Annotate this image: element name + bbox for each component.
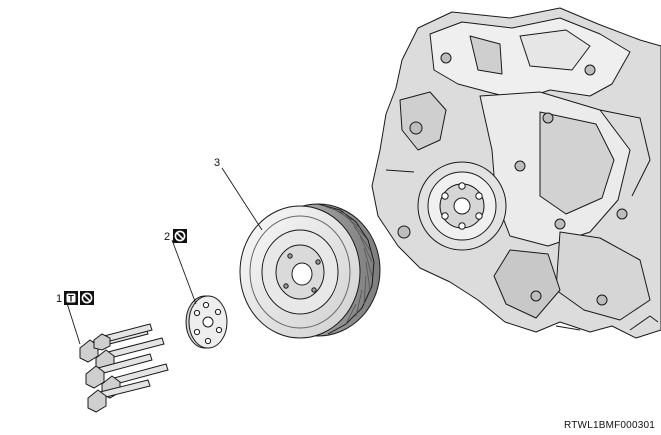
bolt <box>93 323 153 351</box>
figure-id: RTWL1BMF000301 <box>564 420 655 431</box>
bolt <box>85 353 153 389</box>
do-not-reuse-icon <box>80 291 94 305</box>
do-not-reuse-icon <box>173 229 187 243</box>
svg-text:T: T <box>68 294 74 304</box>
pulley-washer <box>185 295 228 349</box>
crankshaft-pulley <box>239 203 381 339</box>
callout-number: 3 <box>214 157 220 169</box>
callout-number: 2 <box>164 231 170 243</box>
bolt <box>87 379 151 413</box>
leader-line-2 <box>171 239 197 305</box>
leader-lines <box>65 167 263 345</box>
callout-2: 2 <box>164 229 187 243</box>
callout-1: 1 T <box>56 291 94 305</box>
leader-line-1 <box>65 299 81 345</box>
torque-icon: T <box>64 291 78 305</box>
engine-block <box>371 7 661 339</box>
pulley-bolts <box>79 323 169 413</box>
callout-3: 3 <box>214 157 220 169</box>
callout-number: 1 <box>56 293 62 305</box>
leader-line-3 <box>221 167 263 231</box>
